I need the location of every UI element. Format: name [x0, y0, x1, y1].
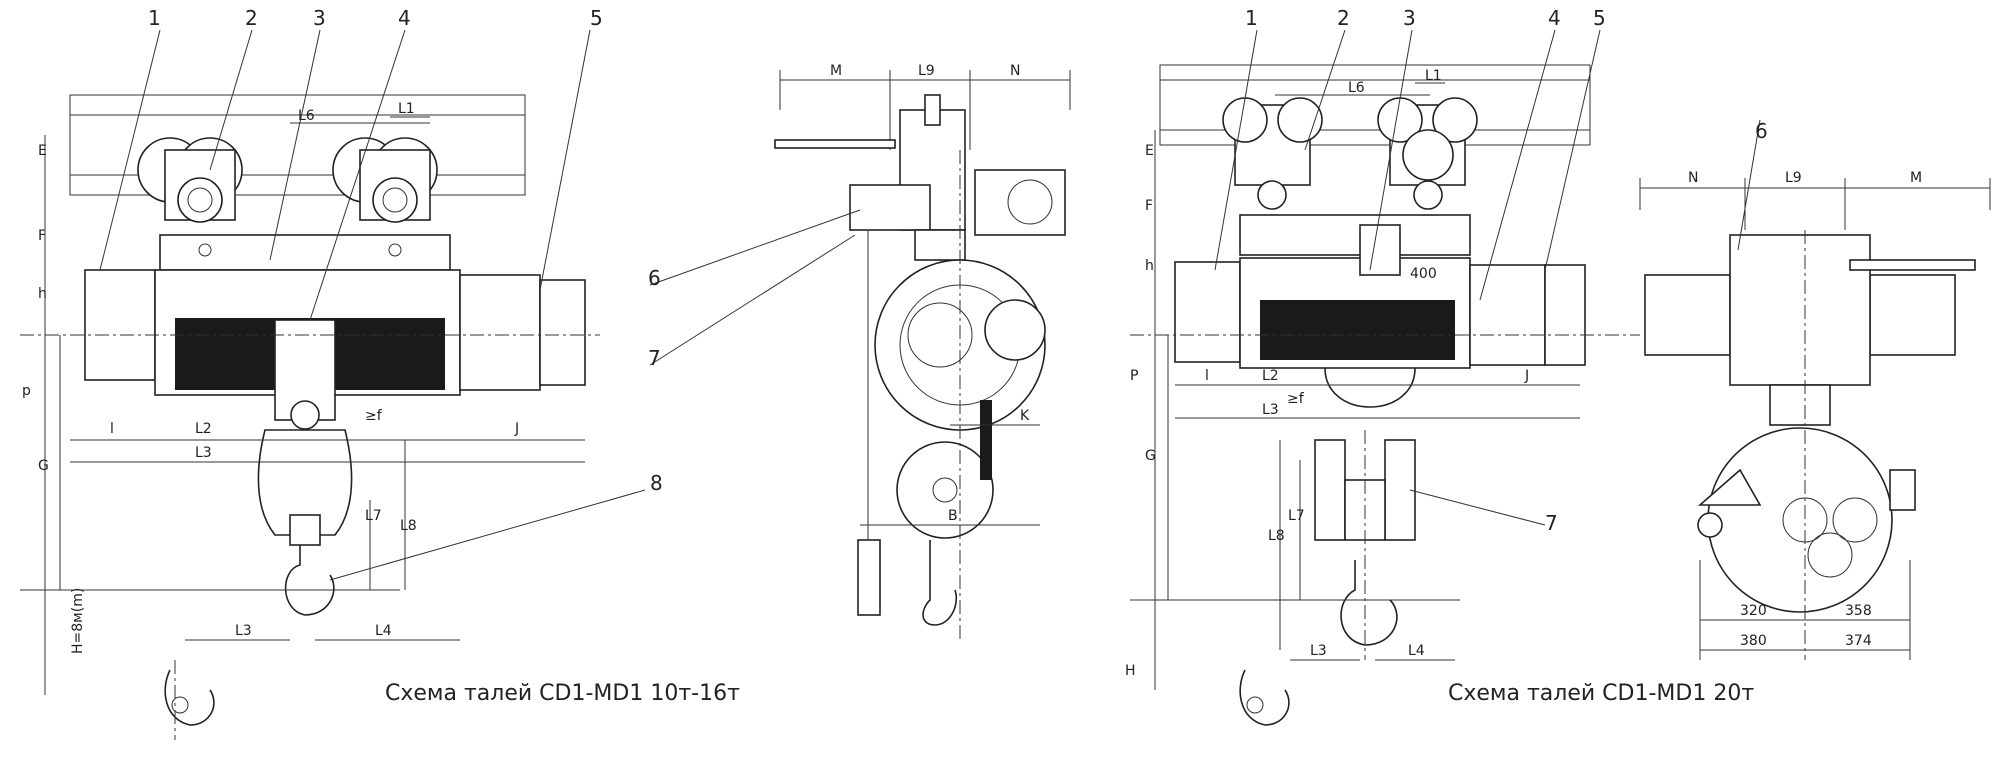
- left-callout-3: 3: [313, 6, 326, 30]
- side-view: [649, 70, 1071, 640]
- side-dim-K: K: [1020, 408, 1030, 424]
- left-dim-h: h: [38, 286, 47, 302]
- left-dim-l: l: [110, 421, 114, 437]
- right-callout-4: 4: [1548, 6, 1561, 30]
- right-dim-L1: L1: [1425, 68, 1442, 84]
- side-dim-N: N: [1010, 63, 1020, 79]
- right-dim-h: h: [1145, 258, 1154, 274]
- right-callout-3: 3: [1403, 6, 1416, 30]
- left-dim-p: p: [22, 383, 31, 399]
- side-dim-L9: L9: [918, 63, 935, 79]
- left-dim-J: J: [514, 421, 519, 437]
- right-dim-L4: L4: [1408, 643, 1425, 659]
- end-view: [1639, 119, 1991, 660]
- right-dim-L3: L3: [1262, 402, 1279, 418]
- right-callout-2: 2: [1337, 6, 1350, 30]
- end-dim-N: N: [1688, 170, 1698, 186]
- end-callout-6: 6: [1755, 119, 1768, 143]
- right-dim-E: E: [1145, 143, 1154, 159]
- right-callout-1: 1: [1245, 6, 1258, 30]
- right-dim-L2: L2: [1262, 368, 1279, 384]
- side-dim-B: B: [948, 508, 958, 524]
- end-dim-L9: L9: [1785, 170, 1802, 186]
- right-dim-L3-lower: L3: [1310, 643, 1327, 659]
- end-dim-374: 374: [1845, 633, 1872, 649]
- left-dim-L3-lower: L3: [235, 623, 252, 639]
- left-dim-L2: L2: [195, 421, 212, 437]
- right-front-view: [1130, 29, 1640, 726]
- left-dim-f: ≥f: [365, 408, 383, 424]
- left-callout-1: 1: [148, 6, 161, 30]
- end-dim-380: 380: [1740, 633, 1767, 649]
- left-front-view: [20, 29, 646, 740]
- left-callout-2: 2: [245, 6, 258, 30]
- left-callout-8: 8: [650, 471, 663, 495]
- left-dim-L6: L6: [298, 108, 315, 124]
- left-dim-F: F: [38, 228, 46, 244]
- left-dim-L3: L3: [195, 445, 212, 461]
- right-dim-L8: L8: [1268, 528, 1285, 544]
- right-dim-p: P: [1130, 368, 1138, 384]
- left-scheme-caption: Схема талей CD1-MD1 10т-16т: [385, 681, 740, 706]
- end-dim-320: 320: [1740, 603, 1767, 619]
- right-dim-L6: L6: [1348, 80, 1365, 96]
- left-dim-G: G: [38, 458, 49, 474]
- right-dim-L7: L7: [1288, 508, 1305, 524]
- right-dim-l: l: [1205, 368, 1209, 384]
- right-dim-H: H: [1125, 663, 1136, 679]
- right-dim-400: 400: [1410, 266, 1437, 282]
- left-dim-L7: L7: [365, 508, 382, 524]
- right-dim-F: F: [1145, 198, 1153, 214]
- left-dim-E: E: [38, 143, 47, 159]
- left-callout-4: 4: [398, 6, 411, 30]
- right-scheme-caption: Схема талей CD1-MD1 20т: [1448, 681, 1754, 706]
- side-callout-6: 6: [648, 266, 661, 290]
- right-callout-7: 7: [1545, 511, 1558, 535]
- left-dim-L8: L8: [400, 518, 417, 534]
- right-dim-f: ≥f: [1287, 391, 1305, 407]
- right-callout-5: 5: [1593, 6, 1606, 30]
- right-dim-G: G: [1145, 448, 1156, 464]
- left-dim-H: H=8м(m): [70, 588, 86, 654]
- end-dim-358: 358: [1845, 603, 1872, 619]
- left-dim-L4: L4: [375, 623, 392, 639]
- side-callout-7: 7: [648, 346, 661, 370]
- right-dim-J: J: [1524, 368, 1529, 384]
- left-dim-L1: L1: [398, 101, 415, 117]
- end-dim-M: M: [1910, 170, 1922, 186]
- left-callout-5: 5: [590, 6, 603, 30]
- side-dim-M: M: [830, 63, 842, 79]
